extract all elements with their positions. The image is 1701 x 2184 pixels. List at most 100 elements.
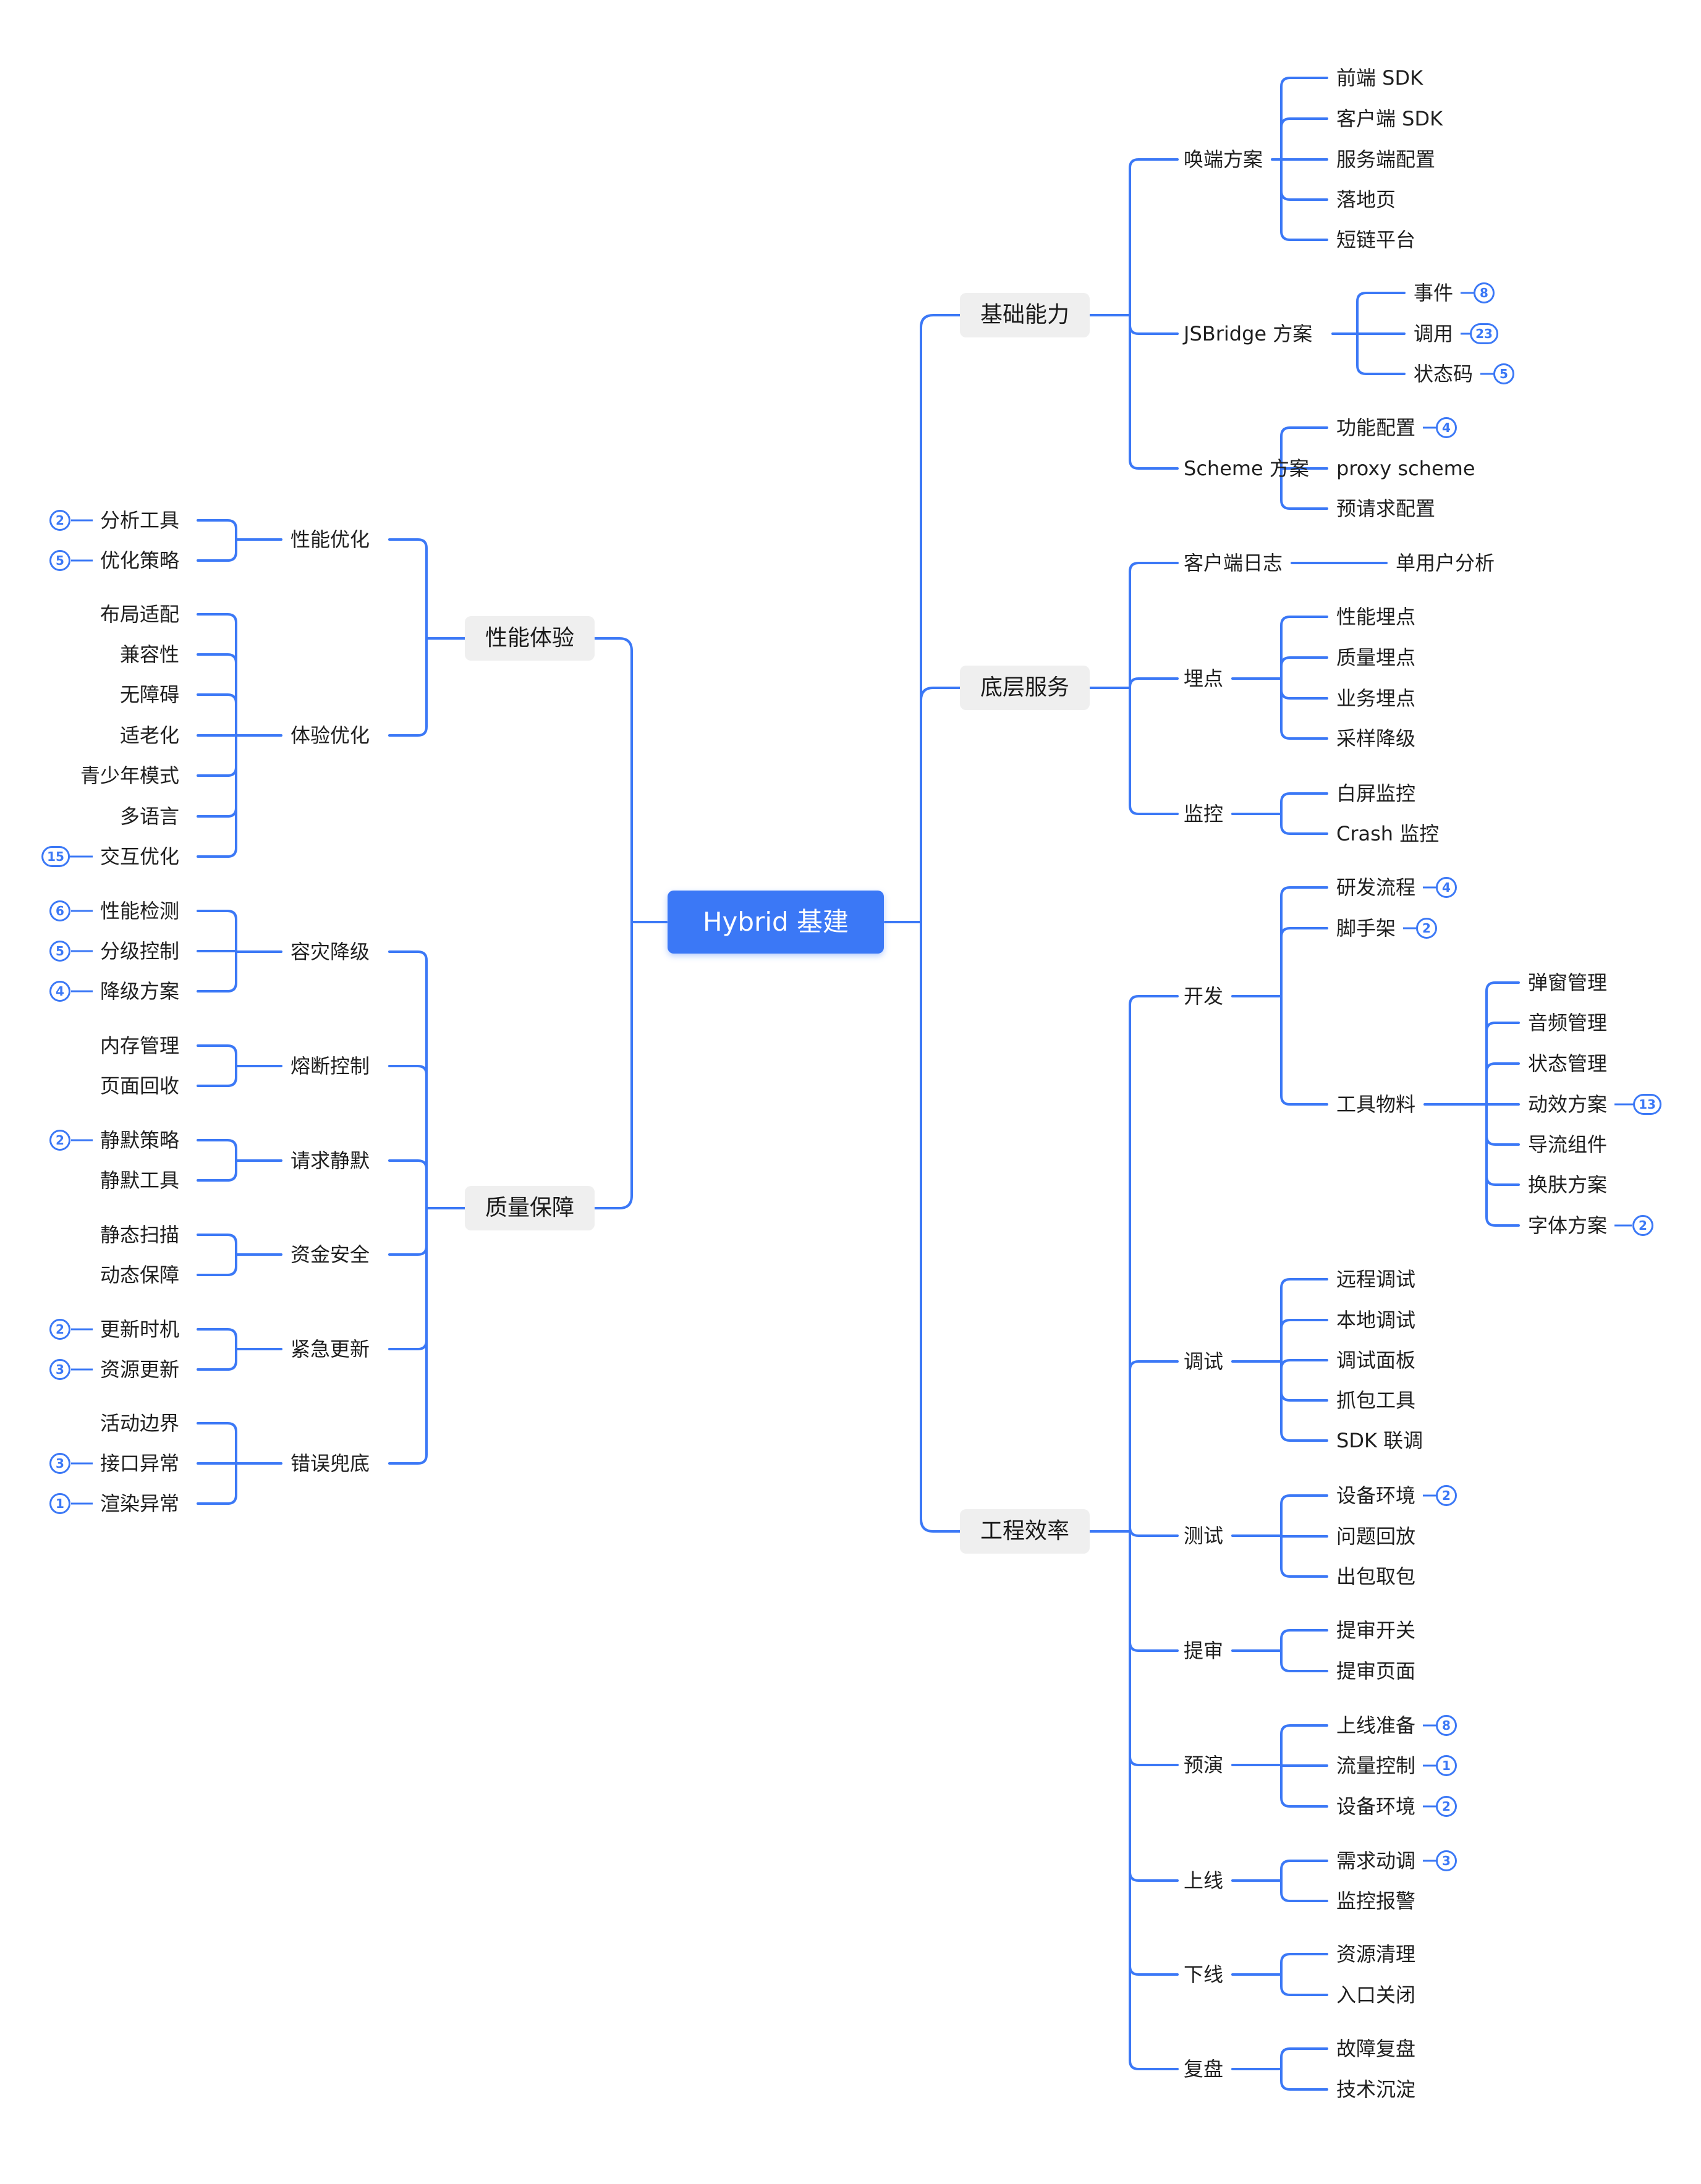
leaf-node[interactable]: 青少年模式	[80, 764, 179, 787]
leaf-node[interactable]: 分析工具	[100, 509, 179, 532]
leaf-node[interactable]: 入口关闭	[1336, 1983, 1416, 2007]
count-badge[interactable]: 2	[1436, 1485, 1457, 1506]
topic-node[interactable]: 错误兜底	[290, 1452, 370, 1475]
leaf-node[interactable]: 业务埋点	[1336, 687, 1416, 710]
topic-node[interactable]: 下线	[1184, 1963, 1224, 1986]
leaf-node[interactable]: 脚手架	[1336, 916, 1396, 940]
topic-node[interactable]: JSBridge 方案	[1184, 322, 1313, 345]
leaf-node[interactable]: 页面回收	[100, 1074, 179, 1098]
leaf-node[interactable]: 功能配置	[1336, 416, 1416, 439]
leaf-node[interactable]: 状态码	[1414, 362, 1474, 386]
count-badge[interactable]: 1	[1436, 1755, 1457, 1776]
count-badge[interactable]: 5	[49, 550, 70, 571]
leaf-node[interactable]: 更新时机	[100, 1318, 179, 1341]
leaf-node[interactable]: 远程调试	[1336, 1268, 1416, 1291]
leaf-node[interactable]: 设备环境	[1336, 1484, 1416, 1507]
leaf-node[interactable]: 质量埋点	[1336, 646, 1416, 669]
count-badge[interactable]: 6	[49, 900, 70, 921]
leaf-node[interactable]: 优化策略	[100, 549, 179, 572]
branch-node[interactable]: 底层服务	[960, 666, 1090, 710]
count-badge[interactable]: 3	[49, 1359, 70, 1380]
leaf-node[interactable]: 提审页面	[1336, 1659, 1416, 1683]
count-badge[interactable]: 1	[49, 1493, 70, 1514]
count-badge[interactable]: 5	[1493, 363, 1514, 384]
count-badge[interactable]: 4	[1436, 877, 1457, 898]
leaf-node[interactable]: 分级控制	[100, 939, 179, 963]
topic-node[interactable]: Scheme 方案	[1184, 457, 1309, 480]
leaf-node[interactable]: 采样降级	[1336, 727, 1416, 750]
count-badge[interactable]: 4	[49, 981, 70, 1002]
leaf-node[interactable]: 交互优化	[100, 845, 179, 868]
leaf-node[interactable]: 无障碍	[119, 683, 179, 706]
count-badge[interactable]: 2	[1632, 1215, 1653, 1236]
leaf-node[interactable]: 接口异常	[100, 1452, 179, 1475]
leaf-node[interactable]: 降级方案	[100, 980, 179, 1003]
leaf-node[interactable]: 设备环境	[1336, 1795, 1416, 1818]
topic-node[interactable]: 调试	[1184, 1350, 1224, 1373]
leaf-node[interactable]: 音频管理	[1528, 1011, 1608, 1035]
count-badge[interactable]: 5	[49, 941, 70, 962]
leaf-node[interactable]: 性能埋点	[1336, 605, 1416, 629]
leaf-node[interactable]: 静默工具	[100, 1169, 179, 1192]
leaf-node[interactable]: 动态保障	[100, 1263, 179, 1287]
leaf-node[interactable]: 预请求配置	[1336, 497, 1436, 520]
count-badge[interactable]: 8	[1436, 1715, 1457, 1736]
leaf-node[interactable]: 性能检测	[100, 899, 179, 923]
leaf-node[interactable]: 研发流程	[1336, 876, 1416, 899]
count-badge[interactable]: 23	[1470, 323, 1498, 344]
leaf-node[interactable]: 静默策略	[100, 1128, 179, 1152]
leaf-node[interactable]: 调用	[1414, 322, 1454, 345]
leaf-node[interactable]: 白屏监控	[1336, 782, 1416, 805]
leaf-node[interactable]: 状态管理	[1528, 1052, 1608, 1075]
leaf-node[interactable]: 动效方案	[1528, 1093, 1608, 1116]
leaf-node[interactable]: 监控报警	[1336, 1889, 1416, 1913]
leaf-node[interactable]: 布局适配	[100, 603, 179, 626]
leaf-node[interactable]: 适老化	[119, 724, 179, 747]
count-badge[interactable]: 13	[1633, 1094, 1661, 1115]
topic-node[interactable]: 紧急更新	[290, 1337, 370, 1361]
topic-node[interactable]: 上线	[1184, 1869, 1224, 1892]
leaf-node[interactable]: 抓包工具	[1336, 1389, 1416, 1412]
leaf-node[interactable]: 本地调试	[1336, 1308, 1416, 1332]
leaf-node[interactable]: 提审开关	[1336, 1619, 1416, 1642]
leaf-node[interactable]: proxy scheme	[1336, 457, 1475, 480]
topic-node[interactable]: 熔断控制	[290, 1054, 370, 1078]
leaf-node[interactable]: 技术沉淀	[1336, 2078, 1416, 2101]
count-badge[interactable]: 2	[49, 1319, 70, 1340]
count-badge[interactable]: 2	[49, 510, 70, 531]
leaf-node[interactable]: 兼容性	[119, 643, 179, 666]
leaf-node[interactable]: 流量控制	[1336, 1754, 1416, 1777]
count-badge[interactable]: 8	[1474, 282, 1495, 303]
count-badge[interactable]: 2	[1416, 918, 1437, 939]
topic-node[interactable]: 客户端日志	[1184, 551, 1283, 575]
root-node[interactable]: Hybrid 基建	[668, 891, 884, 954]
leaf-node[interactable]: 故障复盘	[1336, 2037, 1416, 2060]
leaf-node[interactable]: 换肤方案	[1528, 1173, 1608, 1196]
topic-node[interactable]: 请求静默	[290, 1149, 370, 1172]
leaf-node[interactable]: 短链平台	[1336, 228, 1416, 252]
leaf-node[interactable]: 渲染异常	[100, 1492, 179, 1515]
leaf-node[interactable]: 问题回放	[1336, 1525, 1416, 1548]
leaf-node[interactable]: 资源更新	[100, 1358, 179, 1381]
leaf-node[interactable]: 客户端 SDK	[1336, 107, 1443, 130]
topic-node[interactable]: 预演	[1184, 1753, 1224, 1777]
leaf-node[interactable]: 落地页	[1336, 188, 1396, 211]
topic-node[interactable]: 唤端方案	[1184, 148, 1263, 171]
topic-node[interactable]: 资金安全	[290, 1243, 370, 1266]
topic-node[interactable]: 开发	[1184, 984, 1224, 1008]
leaf-node[interactable]: 内存管理	[100, 1034, 179, 1057]
leaf-node[interactable]: 服务端配置	[1336, 148, 1436, 171]
leaf-node[interactable]: 静态扫描	[100, 1223, 179, 1246]
leaf-node[interactable]: 资源清理	[1336, 1942, 1416, 1966]
leaf-node[interactable]: SDK 联调	[1336, 1429, 1423, 1452]
leaf-node[interactable]: 上线准备	[1336, 1714, 1416, 1737]
leaf-node[interactable]: Crash 监控	[1336, 822, 1440, 845]
leaf-node[interactable]: 字体方案	[1528, 1214, 1608, 1237]
leaf-node[interactable]: 活动边界	[100, 1412, 179, 1435]
topic-node[interactable]: 测试	[1184, 1524, 1224, 1547]
branch-node[interactable]: 工程效率	[960, 1509, 1090, 1554]
leaf-node[interactable]: 单用户分析	[1396, 551, 1495, 575]
leaf-node[interactable]: 导流组件	[1528, 1133, 1608, 1156]
branch-node[interactable]: 质量保障	[465, 1186, 595, 1230]
topic-node[interactable]: 复盘	[1184, 2057, 1224, 2081]
